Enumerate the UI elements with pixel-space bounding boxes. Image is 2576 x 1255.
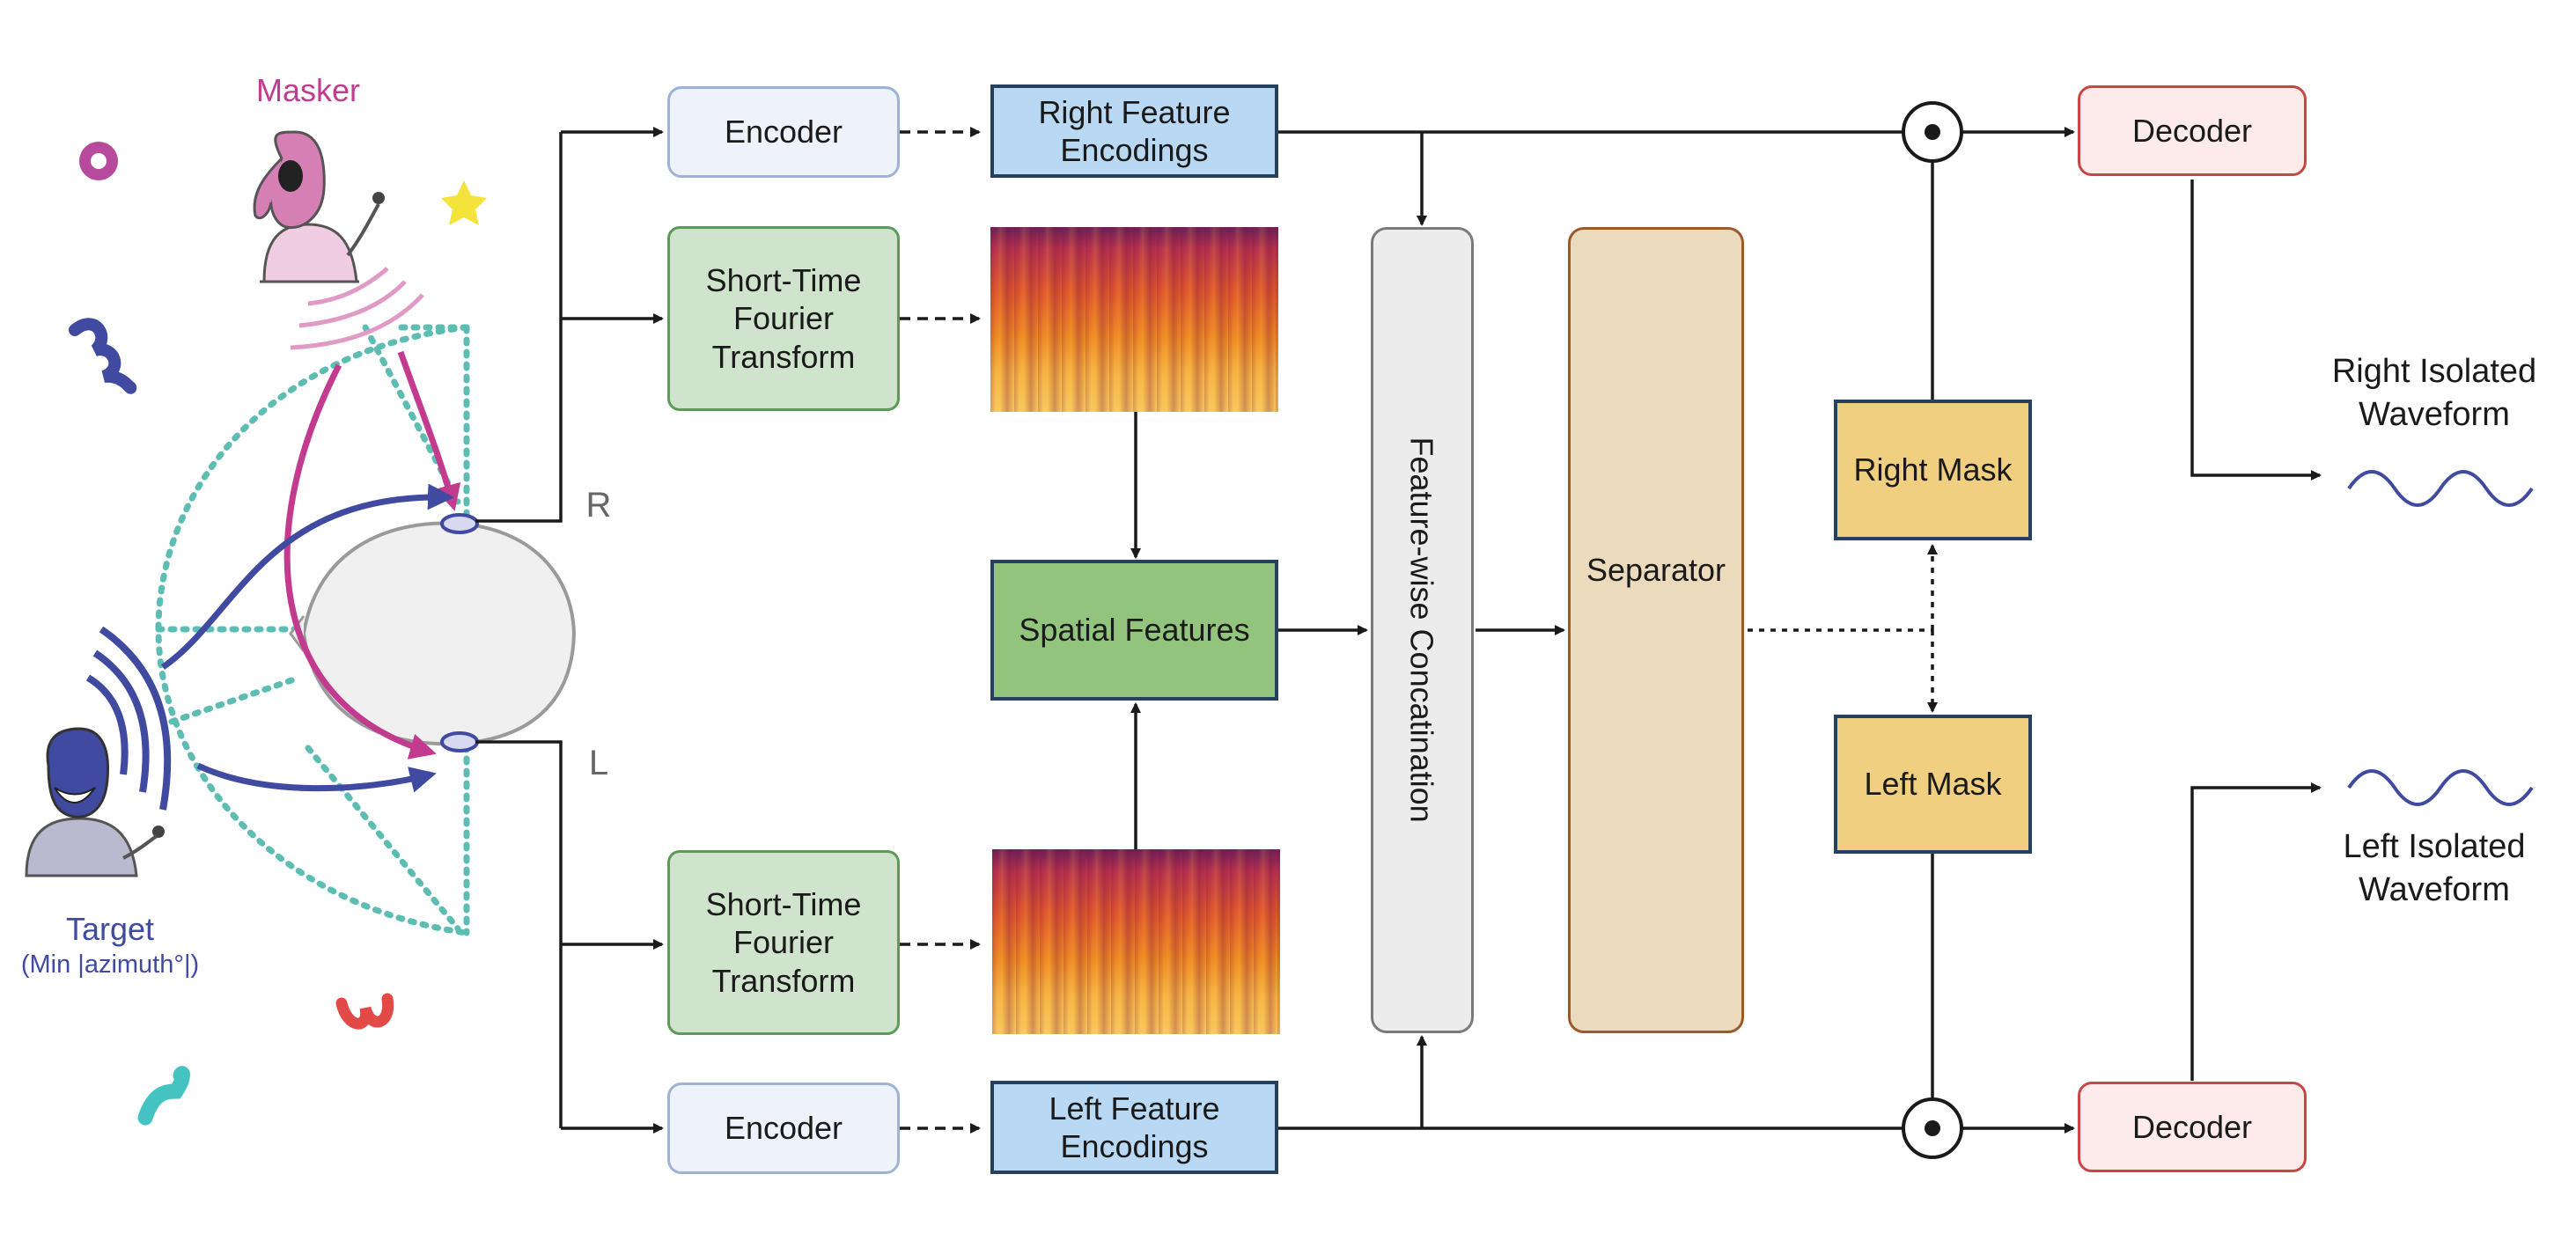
yellow-star-icon (441, 180, 487, 225)
separator-label: Separator (1586, 552, 1726, 588)
teal-squiggle-icon (137, 1066, 190, 1126)
feature-concatenation-box: Feature-wise Concatination (1371, 227, 1474, 1033)
right-waveform-icon (2347, 470, 2534, 507)
masker-person-icon (253, 130, 385, 283)
left-mask-box: Left Mask (1834, 715, 2032, 854)
stft-right-box: Short-Time Fourier Transform (667, 226, 900, 411)
stft-left-box: Short-Time Fourier Transform (667, 850, 900, 1035)
masker-label: Masker (255, 72, 361, 108)
decorative-sound-sources (69, 142, 487, 1126)
decoder-left-box: Decoder (2078, 1082, 2307, 1172)
masker-sound-waves (290, 267, 424, 350)
feature-concatenation-label: Feature-wise Concatination (1404, 437, 1441, 824)
right-feature-encodings-box: Right Feature Encodings (990, 84, 1278, 178)
target-sublabel: (Min |azimuth°|) (20, 950, 200, 979)
right-spectrogram-image (990, 227, 1278, 412)
left-ear-mic-icon (440, 731, 479, 752)
scene-illustration (25, 130, 577, 1126)
separator-box: Separator (1568, 227, 1744, 1033)
right-mask-box: Right Mask (1834, 400, 2032, 540)
masker-to-right-arrow (397, 350, 461, 511)
target-sound-waves (85, 626, 172, 811)
right-isolated-waveform-label: Right Isolated Waveform (2331, 353, 2537, 434)
red-squiggle-icon (335, 993, 394, 1030)
left-feature-encodings-box: Left Feature Encodings (990, 1081, 1278, 1174)
target-to-left-arrow (196, 762, 437, 793)
blue-squiggle-icon (69, 318, 137, 394)
listener-head-icon (289, 513, 577, 752)
right-ear-label: R (585, 486, 612, 525)
pipeline-connectors (475, 127, 2322, 1134)
left-waveform-icon (2347, 769, 2534, 806)
left-spectrogram-image (992, 849, 1280, 1034)
spatial-features-box: Spatial Features (990, 560, 1278, 701)
left-isolated-waveform-label: Left Isolated Waveform (2343, 828, 2526, 909)
multiply-node-left (1902, 1097, 1963, 1159)
target-label: Target (65, 911, 155, 947)
multiply-node-right (1902, 101, 1963, 163)
right-ear-mic-icon (440, 513, 479, 534)
encoder-right-box: Encoder (667, 86, 900, 178)
encoder-left-box: Encoder (667, 1083, 900, 1174)
target-to-right-arrow (161, 483, 454, 670)
decoder-right-box: Decoder (2078, 85, 2307, 176)
left-ear-label: L (588, 744, 609, 782)
target-person-icon (25, 727, 165, 877)
masker-to-left-arrow (283, 363, 437, 760)
